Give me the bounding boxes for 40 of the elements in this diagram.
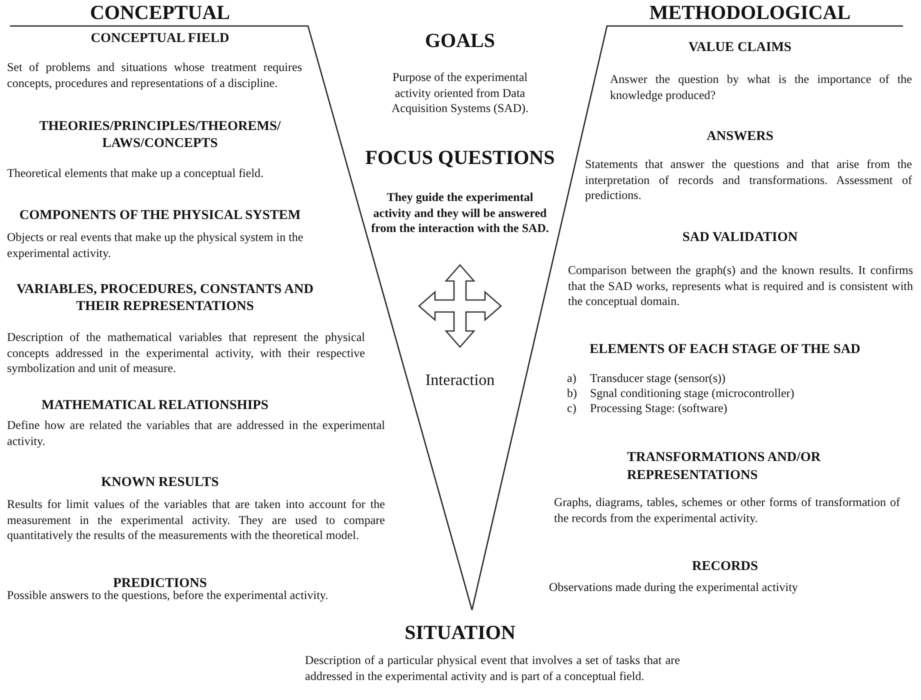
description-text: Results for limit values of the variables that are taken into account for the measurement in the experimental activity. They are used to compare quantitatively the results of the measurements with the theoretical model. — [7, 497, 385, 544]
list-marker: a) — [567, 371, 576, 386]
list-item: Processing Stage: (software) — [590, 401, 728, 416]
list-item: Transducer stage (sensor(s)) — [590, 371, 726, 386]
description-text: Theoretical elements that make up a conceptual field. — [7, 166, 265, 182]
list-marker: b) — [567, 386, 577, 402]
section-heading: VARIABLES, PROCEDURES, CONSTANTS AND THEIR REPRESENTATIONS — [16, 280, 314, 314]
section-heading: SAD VALIDATION — [681, 228, 799, 245]
section-heading: THEORIES/PRINCIPLES/THEOREMS/ LAWS/CONCEPTS — [38, 117, 282, 151]
description-text: Possible answers to the questions, before the experimental activity. — [7, 588, 330, 604]
description-text: Description of a particular physical event that involves a set of tasks that are addressed in the experimental activity and is part of a conceptual field. — [305, 653, 680, 684]
section-heading: KNOWN RESULTS — [100, 473, 220, 490]
interaction-label: Interaction — [424, 372, 496, 390]
side-heading: CONCEPTUAL — [88, 2, 231, 25]
section-heading: SITUATION — [404, 622, 516, 645]
description-text: Graphs, diagrams, tables, schemes or other forms of transformation of the records from the experimental activity. — [554, 495, 900, 526]
section-heading: MATHEMATICAL RELATIONSHIPS — [40, 396, 270, 413]
description-text: Statements that answer the questions and that arise from the interpretation of records and transformations. Assessment of predictions. — [585, 157, 912, 204]
section-heading: FOCUS QUESTIONS — [364, 147, 556, 170]
section-heading: VALUE CLAIMS — [688, 38, 792, 55]
description-text: Define how are related the variables that are addressed in the experimental activity. — [7, 418, 385, 449]
description-text: Objects or real events that make up the physical system in the experimental activity. — [7, 230, 304, 261]
description-text: Description of the mathematical variables that represent the physical concepts addressed in the experimental activity, with their respective symbolization and unit of measure. — [7, 330, 365, 376]
description-text: Observations made during the experimental activity — [549, 580, 798, 596]
section-heading: RECORDS — [690, 557, 759, 574]
description-text: They guide the experimental activity and they will be answered from the interaction with the SAD. — [370, 190, 550, 236]
description-text: Answer the question by what is the importance of the knowledge produced? — [610, 72, 912, 103]
section-heading: ELEMENTS OF EACH STAGE OF THE SAD — [588, 340, 862, 357]
description-text: Purpose of the experimental activity oriented from Data Acquisition Systems (SAD). — [390, 70, 530, 116]
section-heading: ANSWERS — [706, 127, 774, 144]
side-heading: METHODOLOGICAL — [648, 2, 852, 25]
section-heading: COMPONENTS OF THE PHYSICAL SYSTEM — [18, 206, 302, 223]
section-heading: GOALS — [424, 30, 496, 53]
description-text: Comparison between the graph(s) and the known results. It confirms that the SAD works, represents what is required and is consistent with the conceptual domain. — [568, 263, 913, 310]
section-heading: CONCEPTUAL FIELD — [90, 29, 230, 46]
list-item: Sgnal conditioning stage (microcontroller) — [590, 386, 794, 402]
description-text: Set of problems and situations whose treatment requires concepts, procedures and representations of a discipline. — [7, 60, 302, 91]
section-heading: TRANSFORMATIONS AND/OR REPRESENTATIONS — [627, 448, 822, 484]
list-marker: c) — [567, 401, 576, 416]
section-heading: PREDICTIONS — [112, 574, 208, 590]
